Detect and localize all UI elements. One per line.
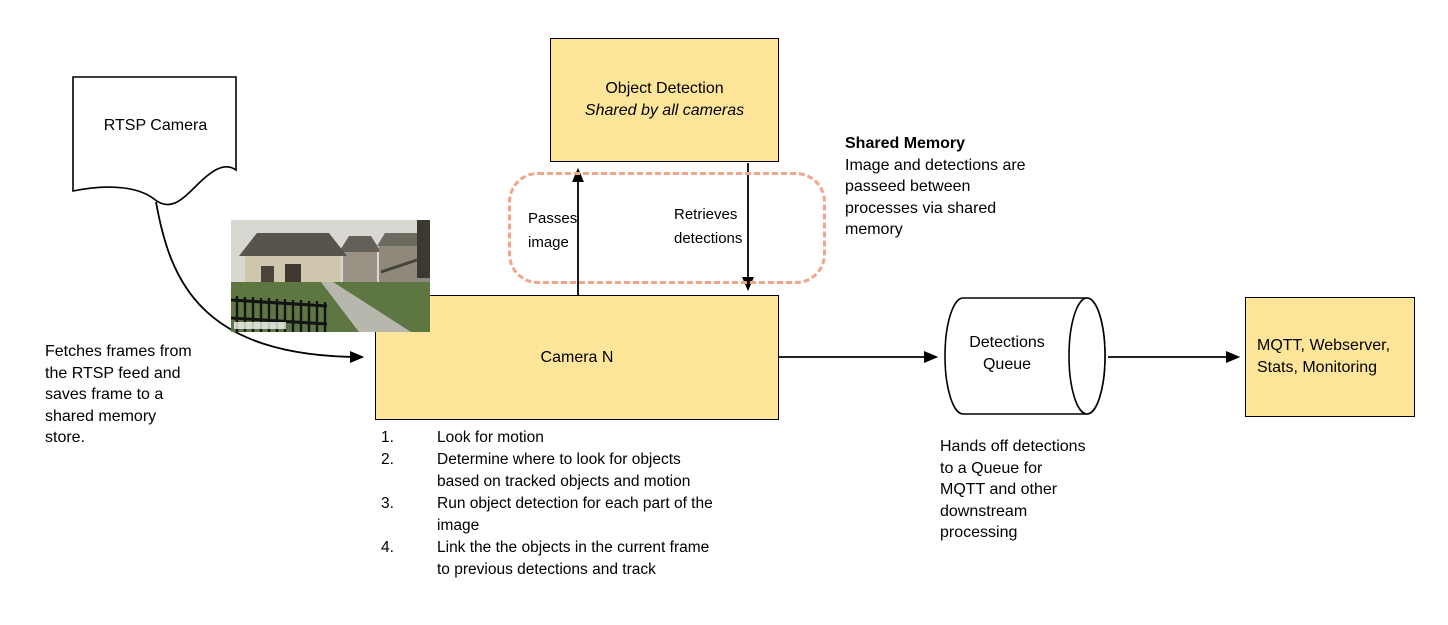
object-detection-node: Object Detection Shared by all cameras <box>550 38 779 162</box>
fetch-arrow <box>155 201 365 364</box>
shared-memory-body: Image and detections are passeed between… <box>845 156 1026 239</box>
step-text: Determine where to look for objects base… <box>437 451 691 490</box>
shared-memory-callout: Shared Memory Image and detections are p… <box>845 133 1060 241</box>
step-item: 1. Look for motion <box>381 427 771 449</box>
outputs-label: MQTT, Webserver, Stats, Monitoring <box>1257 337 1391 376</box>
step-number: 2. <box>381 451 394 468</box>
step-item: 4. Link the the objects in the current f… <box>381 537 771 581</box>
step-text: Run object detection for each part of th… <box>437 495 713 534</box>
shared-memory-region <box>508 172 826 284</box>
retrieves-detections-label: Retrieves detections <box>674 203 745 251</box>
object-detection-title: Object Detection <box>605 80 724 97</box>
camera-snapshot-image <box>231 220 430 332</box>
step-item: 3. Run object detection for each part of… <box>381 493 771 537</box>
handoff-annotation: Hands off detections to a Queue for MQTT… <box>940 438 1086 541</box>
passes-image-label: Passes image <box>528 207 577 255</box>
rtsp-camera-label: RTSP Camera <box>103 117 208 134</box>
step-text: Link the the objects in the current fram… <box>437 539 710 578</box>
camera-n-node: Camera N <box>375 295 779 420</box>
camera-n-label: Camera N <box>540 348 614 366</box>
shared-memory-title: Shared Memory <box>845 135 966 152</box>
rtsp-camera-shape <box>72 76 237 206</box>
outputs-node: MQTT, Webserver, Stats, Monitoring <box>1245 297 1415 417</box>
step-number: 4. <box>381 539 394 556</box>
step-number: 1. <box>381 429 394 446</box>
step-item: 2. Determine where to look for objects b… <box>381 449 771 493</box>
timestamp-overlay <box>234 322 286 329</box>
step-number: 3. <box>381 495 394 512</box>
fetch-annotation: Fetches frames from the RTSP feed and sa… <box>45 343 192 446</box>
detections-queue-cap <box>1068 297 1106 415</box>
step-text: Look for motion <box>437 429 544 446</box>
camera-steps-list: 1. Look for motion 2. Determine where to… <box>381 427 771 581</box>
object-detection-subtitle: Shared by all cameras <box>584 102 745 119</box>
detections-queue-label: Detections Queue <box>969 334 1045 373</box>
